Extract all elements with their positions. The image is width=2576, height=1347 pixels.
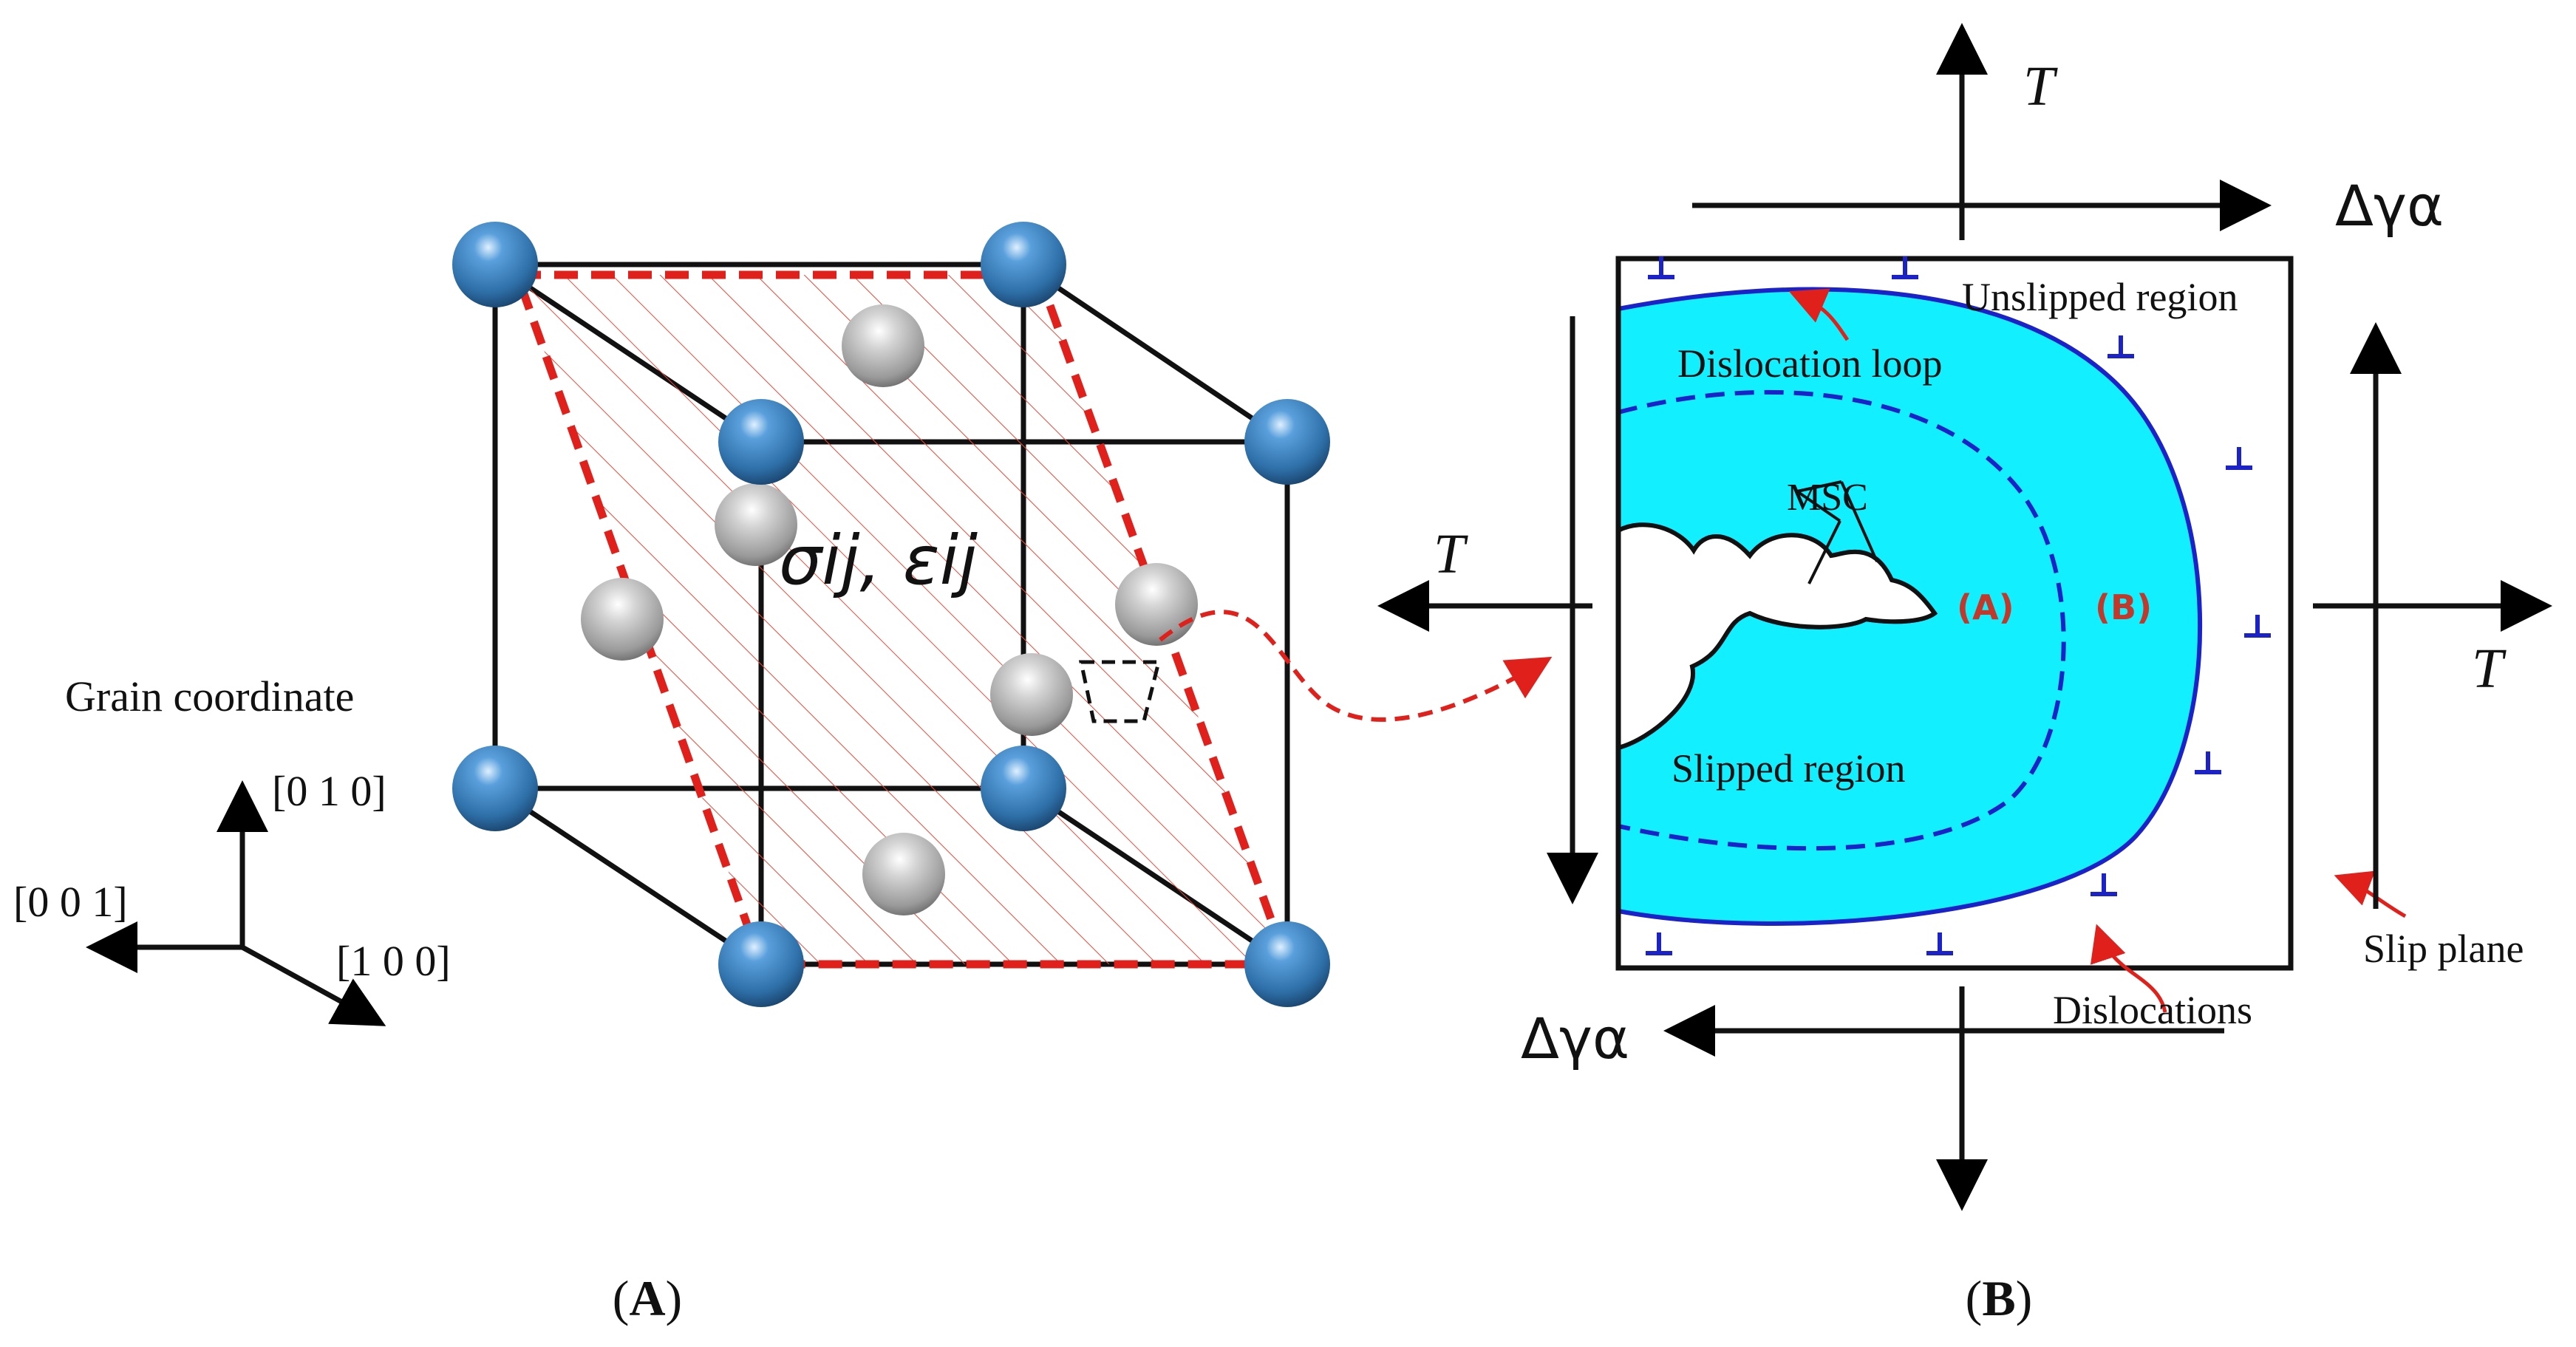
stress-strain-label: σij, εij [779,521,978,600]
dislocations-label: Dislocations [2053,988,2252,1032]
zoom-connector-arrow [1159,610,1553,722]
axis-label-100: [1 0 0] [336,937,451,985]
axis-label-010: [0 1 0] [272,767,386,815]
dislocation-symbols [1646,256,2271,955]
panel-a-caption: (A) [613,1270,682,1326]
load-label-left: T [1434,523,1468,585]
corner-atoms [452,222,1330,1007]
shear-label-bottom: Δγα [1521,1006,1629,1071]
dislocation-loop-label: Dislocation loop [1677,341,1942,386]
load-label-top: T [2023,55,2058,117]
crystal-cell: σij, εij [452,222,1330,1007]
shear-label-top: Δγα [2335,173,2444,239]
intermediate-loop [1618,389,2066,851]
msc-label: MSC [1787,477,1868,519]
stage-a-label: (A) [1957,587,2014,627]
slip-plane-panel: Unslipped region Dislocation loop MSC (A… [1377,23,2552,1211]
material-point-marker [1078,660,1162,723]
unslipped-region-label: Unslipped region [1962,275,2238,319]
slipped-region-label: Slipped region [1672,746,1905,791]
slip-plane-label: Slip plane [2363,927,2524,971]
panel-b-caption: (B) [1966,1270,2033,1326]
crack-msc [1616,522,1938,751]
axis-label-001: [0 0 1] [13,878,128,926]
stage-b-label: (B) [2095,587,2152,627]
grain-coordinate-axes: Grain coordinate [0 1 0] [0 0 1] [1 0 0] [13,672,451,1026]
inner-atoms [581,304,1198,915]
loading-arrows [1377,23,2552,1211]
load-label-right: T [2472,638,2507,700]
grain-coordinate-label: Grain coordinate [65,672,354,720]
